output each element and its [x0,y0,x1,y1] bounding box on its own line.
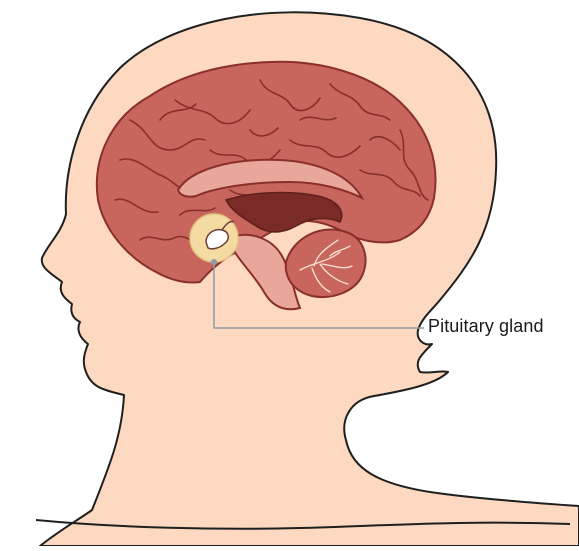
callout-anchor-dot [211,259,217,265]
pituitary-gland-label: Pituitary gland [428,316,544,337]
